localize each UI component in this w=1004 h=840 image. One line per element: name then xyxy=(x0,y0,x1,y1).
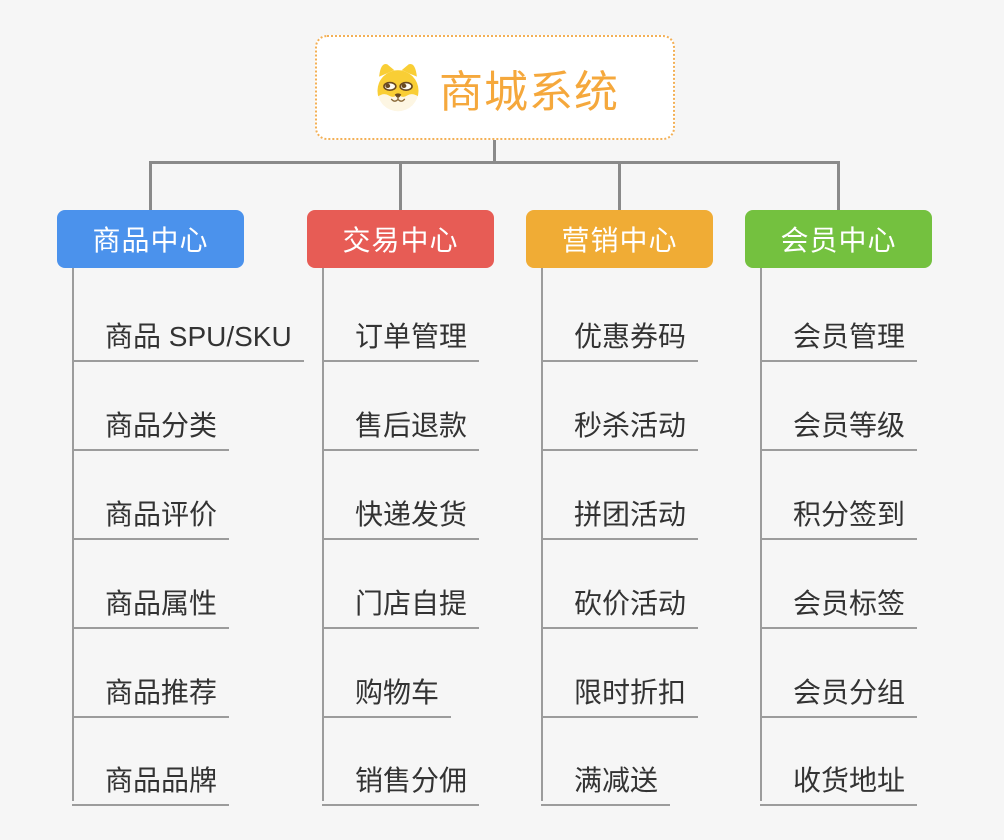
branch-trade-center[interactable]: 交易中心 xyxy=(307,210,494,268)
topic-item[interactable]: 优惠券码 xyxy=(541,309,699,362)
connector-branch-trunk xyxy=(541,268,543,801)
connector-root-trunk xyxy=(493,138,496,164)
branch-member-center[interactable]: 会员中心 xyxy=(745,210,932,268)
branch-label: 营销中心 xyxy=(561,225,678,256)
connector-drop xyxy=(149,163,152,210)
branch-product-center[interactable]: 商品中心 xyxy=(57,210,244,268)
branch-label: 会员中心 xyxy=(780,225,897,256)
connector-drop xyxy=(837,163,840,210)
topic-item[interactable]: 商品 SPU/SKU xyxy=(72,309,304,362)
branch-marketing-center[interactable]: 营销中心 xyxy=(526,210,713,268)
topic-item[interactable]: 商品推荐 xyxy=(72,665,230,718)
topic-item[interactable]: 限时折扣 xyxy=(541,665,699,718)
topic-item[interactable]: 门店自提 xyxy=(322,576,480,629)
topic-item[interactable]: 会员标签 xyxy=(760,576,918,629)
branch-label: 交易中心 xyxy=(342,225,459,256)
topic-item[interactable]: 会员管理 xyxy=(760,309,918,362)
topic-item[interactable]: 售后退款 xyxy=(322,398,480,451)
topic-item[interactable]: 会员分组 xyxy=(760,665,918,718)
topic-item[interactable]: 砍价活动 xyxy=(541,576,699,629)
topic-item[interactable]: 商品分类 xyxy=(72,398,230,451)
topic-item[interactable]: 会员等级 xyxy=(760,398,918,451)
connector-branch-trunk xyxy=(760,268,762,801)
connector-bus xyxy=(149,161,840,164)
topic-item[interactable]: 积分签到 xyxy=(760,487,918,540)
connector-drop xyxy=(618,163,621,210)
topic-item[interactable]: 订单管理 xyxy=(322,309,480,362)
topic-item[interactable]: 购物车 xyxy=(322,665,452,718)
topic-item[interactable]: 销售分佣 xyxy=(322,753,480,806)
topic-item[interactable]: 收货地址 xyxy=(760,753,918,806)
connector-branch-trunk xyxy=(72,268,74,801)
topic-item[interactable]: 拼团活动 xyxy=(541,487,699,540)
topic-item[interactable]: 满减送 xyxy=(541,753,671,806)
topic-item[interactable]: 商品评价 xyxy=(72,487,230,540)
topic-item[interactable]: 商品属性 xyxy=(72,576,230,629)
root-label: 商城系统 xyxy=(439,67,619,117)
branch-label: 商品中心 xyxy=(92,225,209,256)
connector-branch-trunk xyxy=(322,268,324,801)
topic-item[interactable]: 秒杀活动 xyxy=(541,398,699,451)
connector-drop xyxy=(399,163,402,210)
root-node[interactable]: 商城系统 xyxy=(315,35,675,140)
topic-item[interactable]: 快递发货 xyxy=(322,487,480,540)
topic-item[interactable]: 商品品牌 xyxy=(72,753,230,806)
dog-face-icon xyxy=(371,61,425,115)
